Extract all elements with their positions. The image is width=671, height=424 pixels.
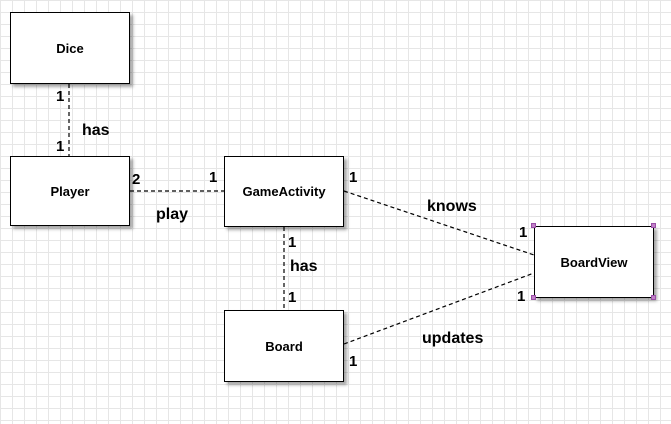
selection-handle[interactable] [651, 295, 656, 300]
selection-handle[interactable] [531, 295, 536, 300]
association-label: knows [427, 198, 477, 215]
multiplicity-label: 1 [288, 234, 297, 251]
class-box-boardview[interactable]: BoardView [534, 226, 654, 298]
multiplicity-label: 1 [519, 224, 528, 241]
association-label: has [82, 122, 110, 139]
class-box-board[interactable]: Board [224, 310, 344, 382]
class-box-player[interactable]: Player [10, 156, 130, 226]
class-name: Board [265, 338, 303, 354]
class-name: GameActivity [242, 184, 326, 199]
class-name: Dice [56, 40, 84, 56]
class-box-dice[interactable]: Dice [10, 12, 130, 84]
board-boardview-connector[interactable] [343, 272, 535, 345]
class-name: BoardView [560, 254, 628, 270]
selection-handle[interactable] [651, 223, 656, 228]
multiplicity-label: 2 [132, 171, 141, 188]
multiplicity-label: 1 [56, 88, 65, 105]
association-label: play [156, 206, 189, 223]
gameactivity-boardview-connector[interactable] [343, 190, 535, 256]
association-label: has [290, 258, 318, 275]
multiplicity-label: 1 [349, 169, 358, 186]
association-label: updates [422, 330, 484, 347]
multiplicity-label: 1 [517, 288, 526, 305]
selection-handle[interactable] [531, 223, 536, 228]
multiplicity-label: 1 [349, 353, 358, 370]
multiplicity-label: 1 [209, 169, 218, 186]
multiplicity-label: 1 [56, 138, 65, 155]
class-box-gameactivity[interactable]: GameActivity [224, 156, 344, 227]
class-name: Player [50, 183, 90, 199]
multiplicity-label: 1 [288, 289, 297, 306]
